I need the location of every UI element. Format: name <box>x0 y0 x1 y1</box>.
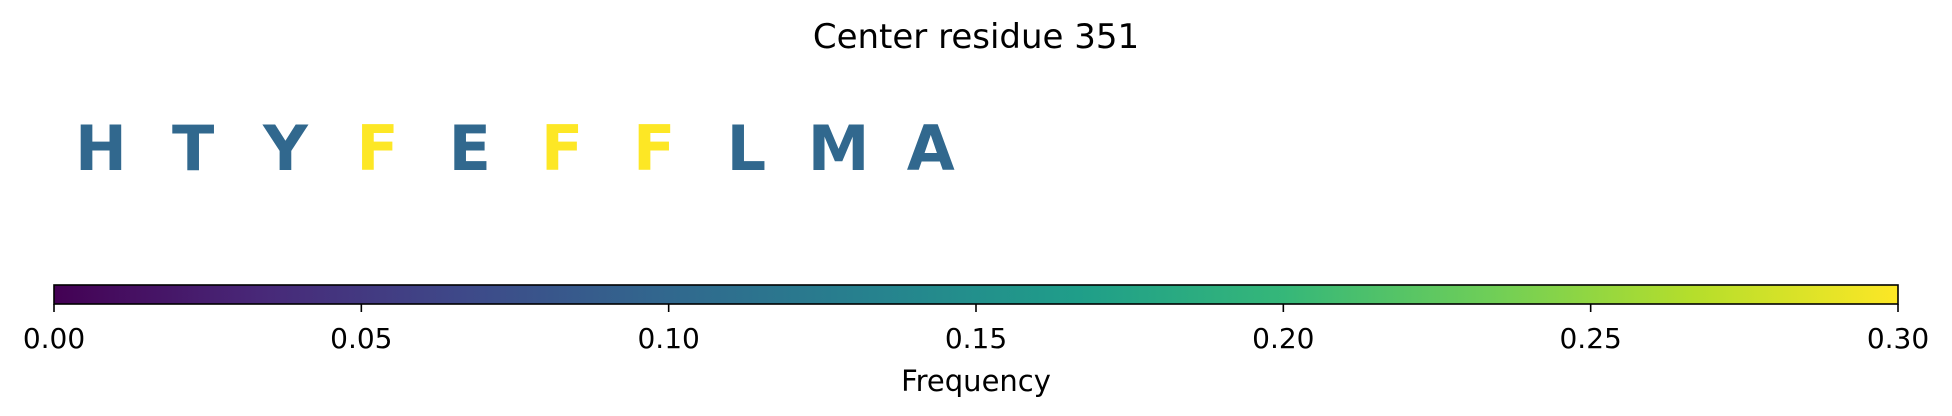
residue-letter-1: H <box>75 112 127 185</box>
residue-letter-5: E <box>449 112 491 185</box>
colorbar-tick-label: 0.05 <box>330 322 392 355</box>
colorbar-ticks: 0.00 0.05 0.10 0.15 0.20 0.25 0.30 <box>23 304 1929 355</box>
chart-title: Center residue 351 <box>813 17 1139 57</box>
colorbar-fill <box>54 285 1898 304</box>
colorbar-tick-label: 0.10 <box>637 322 699 355</box>
residue-letter-2: T <box>172 112 214 185</box>
residue-letter-4: F <box>356 112 398 185</box>
residue-letter-9: M <box>808 112 870 185</box>
residue-letter-7: F <box>633 112 675 185</box>
colorbar-tick-label: 0.00 <box>23 322 85 355</box>
colorbar-tick-label: 0.30 <box>1867 322 1929 355</box>
residue-letter-6: F <box>541 112 583 185</box>
residue-letter-3: Y <box>262 112 309 185</box>
colorbar-tick-label: 0.20 <box>1252 322 1314 355</box>
colorbar-tick-label: 0.15 <box>945 322 1007 355</box>
residue-letter-10: A <box>907 112 955 185</box>
residue-letter-8: L <box>727 112 767 185</box>
colorbar-tick-label: 0.25 <box>1559 322 1621 355</box>
colorbar-label: Frequency <box>901 364 1051 398</box>
colorbar: 0.00 0.05 0.10 0.15 0.20 0.25 0.30 Frequency <box>23 284 1929 398</box>
